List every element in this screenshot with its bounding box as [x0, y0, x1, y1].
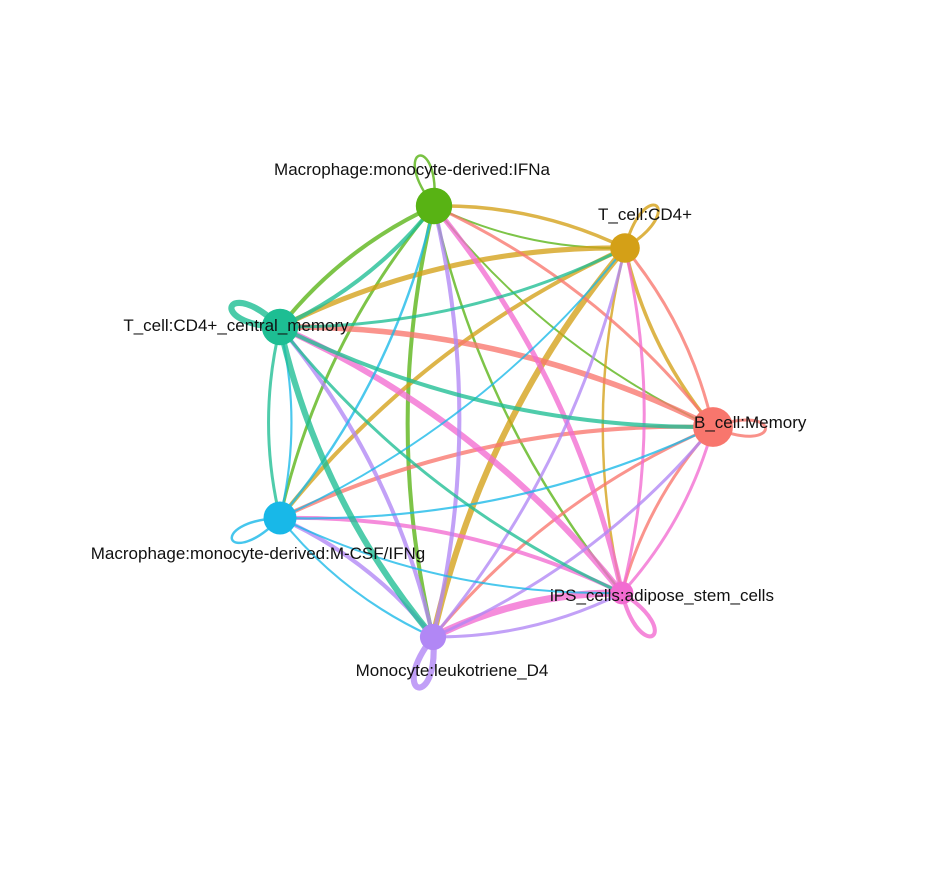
self-loop-ips — [619, 590, 657, 639]
node-label-mono: Monocyte:leukotriene_D4 — [356, 661, 549, 680]
edge-ips-to-mac-ifna — [431, 203, 625, 596]
node-label-t-cm: T_cell:CD4+_central_memory — [123, 316, 349, 335]
node-label-mac-mcsf: Macrophage:monocyte-derived:M-CSF/IFNg — [91, 544, 425, 563]
node-label-mac-ifna: Macrophage:monocyte-derived:IFNa — [274, 160, 550, 179]
edge-mono-to-ips — [431, 591, 624, 639]
edge-t-cm-to-mac-mcsf — [267, 325, 282, 520]
edge-mono-to-mac-ifna — [430, 203, 462, 640]
self-loop-layer — [228, 154, 767, 691]
node-mac-ifna — [415, 187, 453, 225]
self-loop-mac-mcsf — [230, 516, 282, 545]
node-layer — [261, 187, 733, 651]
node-t-cm — [261, 308, 299, 346]
self-loop-t-cm — [228, 299, 284, 331]
node-mono — [419, 623, 447, 651]
edge-mac-ifna-to-mono — [405, 203, 437, 640]
edge-t-cd4-to-mac-mcsf — [277, 245, 628, 521]
edge-t-cm-to-mono — [276, 323, 437, 641]
edge-mono-to-t-cd4 — [431, 246, 627, 639]
edge-t-cm-to-b-mem — [277, 324, 716, 430]
edge-mac-mcsf-to-mono — [278, 516, 435, 639]
edge-mac-mcsf-to-ips — [279, 517, 623, 595]
node-t-cd4 — [610, 233, 640, 263]
edge-t-cd4-to-mac-ifna — [432, 204, 627, 250]
edge-b-mem-to-t-cm — [277, 324, 716, 430]
edge-layer — [267, 203, 716, 641]
edge-mac-mcsf-to-b-mem — [278, 425, 715, 520]
edge-mono-to-mac-mcsf — [277, 515, 436, 640]
edge-mono-to-t-cm — [277, 324, 436, 640]
node-ips — [610, 581, 634, 605]
edge-ips-to-t-cd4 — [620, 246, 646, 595]
node-mac-mcsf — [263, 501, 297, 535]
label-layer: Macrophage:monocyte-derived:IFNaT_cell:C… — [91, 160, 807, 680]
edge-t-cd4-to-b-mem — [623, 246, 715, 429]
self-loop-mac-ifna — [413, 154, 436, 208]
edge-mac-ifna-to-t-cm — [277, 203, 437, 330]
edge-t-cm-to-ips — [278, 325, 624, 595]
node-label-b-mem: B_cell:Memory — [694, 413, 807, 432]
node-b-mem — [693, 407, 733, 447]
node-label-ips: iPS_cells:adipose_stem_cells — [550, 586, 774, 605]
edge-t-cm-to-mac-ifna — [277, 203, 437, 330]
node-label-t-cd4: T_cell:CD4+ — [598, 205, 692, 224]
self-loop-mono — [410, 633, 437, 691]
edge-b-mem-to-t-cd4 — [623, 246, 715, 429]
self-loop-t-cd4 — [623, 203, 660, 250]
edge-t-cd4-to-mono — [429, 244, 629, 641]
self-loop-b-mem — [711, 418, 767, 438]
edge-b-mem-to-ips — [620, 425, 715, 595]
edge-ips-to-b-mem — [620, 425, 715, 595]
edge-mono-to-b-mem — [431, 425, 715, 639]
edge-mac-mcsf-to-mac-ifna — [278, 204, 436, 520]
edge-b-mem-to-mac-ifna — [432, 204, 715, 429]
edge-t-cm-to-t-cd4 — [278, 246, 627, 329]
